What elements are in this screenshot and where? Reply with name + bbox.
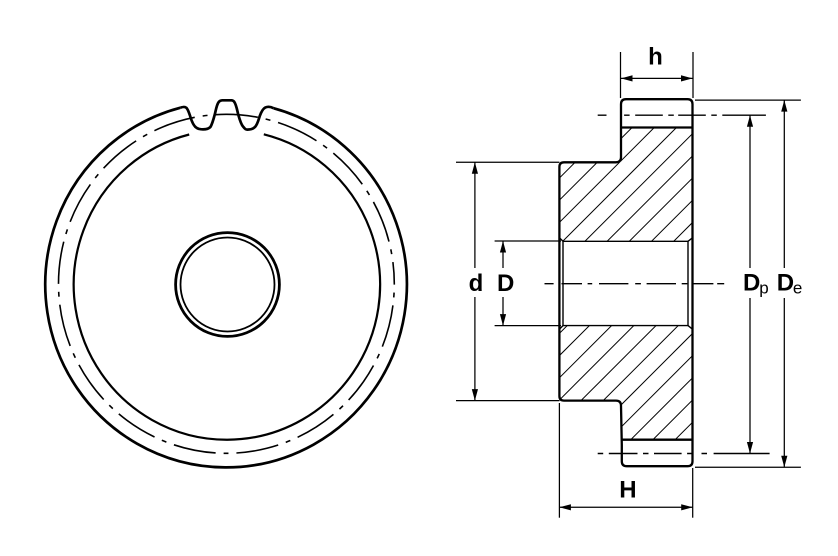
svg-text:H: H [619,477,636,504]
svg-text:d: d [469,270,484,297]
svg-text:D: D [497,270,514,297]
svg-text:p: p [759,279,768,298]
svg-text:D: D [743,270,760,297]
svg-text:h: h [648,44,663,71]
svg-text:D: D [777,270,794,297]
svg-text:e: e [793,279,802,298]
